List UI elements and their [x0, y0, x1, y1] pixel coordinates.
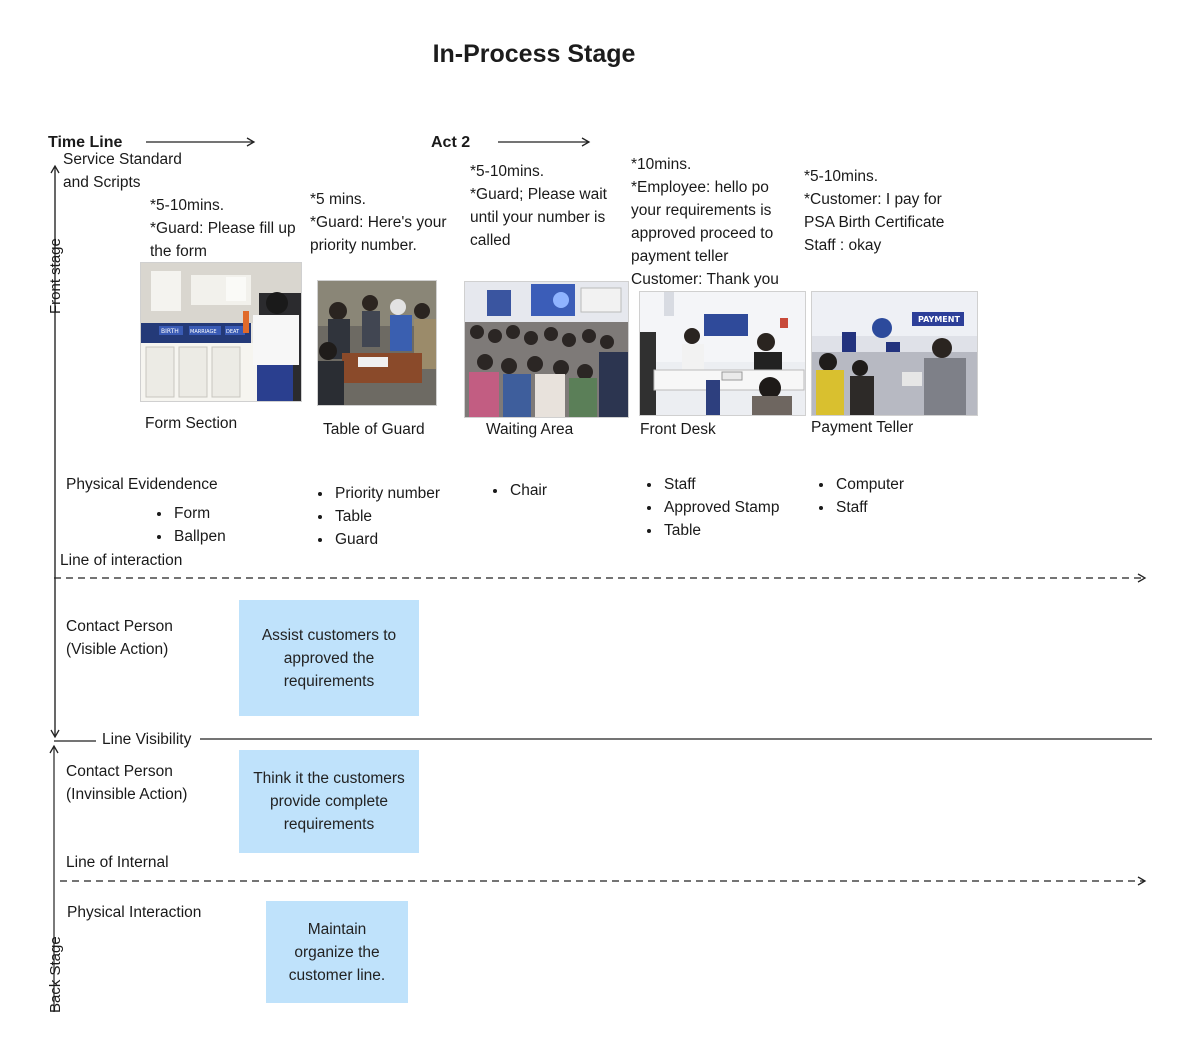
evidence-payment-teller: Computer Staff: [816, 473, 904, 519]
row-line-visibility: Line Visibility: [98, 728, 196, 751]
row-line-of-interaction: Line of interaction: [60, 552, 183, 569]
row-contact-invisible: Contact Person (Invinsible Action): [66, 763, 188, 803]
script-front-desk: *10mins. *Employee: hello po your requir…: [631, 156, 779, 288]
list-item: Chair: [508, 479, 547, 502]
stage-front-desk: Front Desk: [640, 421, 716, 438]
death-label: DEAT: [226, 329, 240, 335]
back-stage-label: Back Stage: [47, 936, 64, 1013]
list-item: Form: [172, 502, 226, 525]
physical-interaction-box: Maintain organize the customer line.: [266, 901, 408, 1003]
page-title: In-Process Stage: [432, 40, 636, 68]
marriage-label: MARRIAGE: [190, 329, 217, 335]
script-form-section: *5-10mins. *Guard: Please fill up the fo…: [150, 197, 296, 260]
stage-form-section: Form Section: [145, 415, 238, 432]
evidence-form-section: Form Ballpen: [154, 502, 226, 548]
payment-sign: PAYMENT: [918, 315, 960, 324]
stage-payment-teller: Payment Teller: [811, 419, 914, 436]
payment-teller-photo: PAYMENT: [811, 291, 978, 416]
invisible-action-box: Think it the customers provide complete …: [239, 750, 419, 853]
waiting-area-photo: [464, 281, 629, 418]
row-physical-interaction: Physical Interaction: [67, 904, 202, 921]
stage-waiting-area: Waiting Area: [486, 421, 574, 438]
list-item: Staff: [662, 473, 779, 496]
guard-table-photo: [317, 280, 437, 406]
front-desk-photo: [639, 291, 806, 416]
timeline-label: Time Line: [48, 134, 123, 151]
list-item: Computer: [834, 473, 904, 496]
front-stage-label: Front stage: [47, 238, 64, 314]
list-item: Priority number: [333, 482, 440, 505]
row-service-standard: Service Standard and Scripts: [63, 151, 182, 191]
row-line-internal: Line of Internal: [66, 854, 169, 871]
row-physical-evidence: Physical Evidendence: [66, 476, 218, 493]
list-item: Guard: [333, 528, 440, 551]
form-section-photo: BIRTH MARRIAGE DEAT: [140, 262, 302, 402]
list-item: Ballpen: [172, 525, 226, 548]
evidence-waiting-area: Chair: [490, 479, 547, 502]
list-item: Staff: [834, 496, 904, 519]
stage-table-of-guard: Table of Guard: [323, 421, 425, 438]
visible-action-box: Assist customers to approved the require…: [239, 600, 419, 716]
script-waiting-area: *5-10mins. *Guard; Please wait until you…: [470, 163, 607, 249]
script-table-of-guard: *5 mins. *Guard: Here's your priority nu…: [310, 191, 447, 254]
script-payment-teller: *5-10mins. *Customer: I pay for PSA Birt…: [804, 168, 945, 254]
evidence-table-of-guard: Priority number Table Guard: [315, 482, 440, 551]
evidence-front-desk: Staff Approved Stamp Table: [644, 473, 779, 542]
list-item: Approved Stamp: [662, 496, 779, 519]
act-label: Act 2: [431, 134, 471, 151]
list-item: Table: [662, 519, 779, 542]
birth-label: BIRTH: [161, 328, 179, 335]
list-item: Table: [333, 505, 440, 528]
row-contact-visible: Contact Person (Visible Action): [66, 618, 173, 658]
